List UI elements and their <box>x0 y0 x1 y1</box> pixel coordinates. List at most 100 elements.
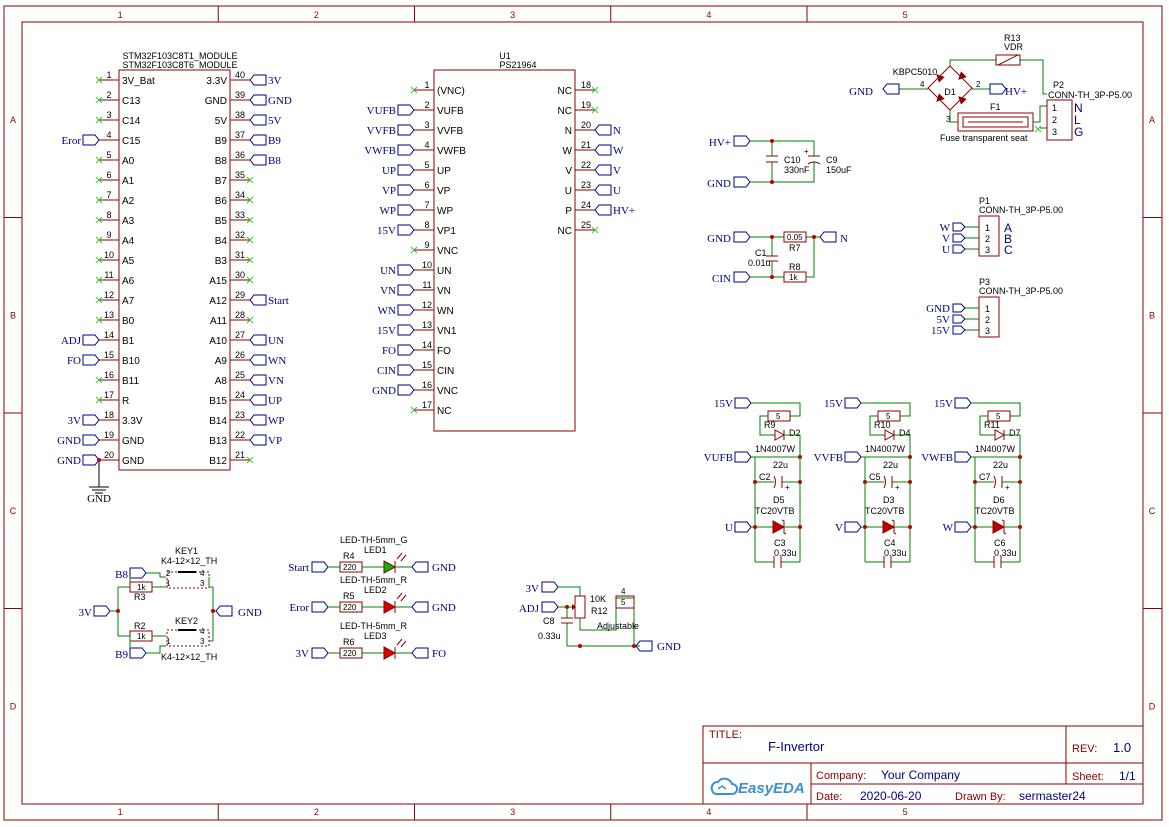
bs-cap-curve <box>884 476 886 488</box>
mcu-pin-name-5: A0 <box>122 156 135 167</box>
bs-z-val: TC20VTB <box>865 506 905 516</box>
mcu-pin-name-7: A2 <box>122 196 135 207</box>
mcu-pin-num-2: 2 <box>106 90 111 100</box>
mcu-pin-name-16: B11 <box>122 376 139 387</box>
hv-capacitors[interactable]: HV+ GND + C10 330nF C9 150uF <box>707 136 852 190</box>
ipm-pin-name-1: (VNC) <box>437 86 465 97</box>
mcu-pin-num-36: 36 <box>235 150 245 160</box>
r7-ref: R7 <box>789 243 801 253</box>
bs-c-ref: C5 <box>869 472 881 482</box>
shunt-cin-net: CIN <box>712 273 731 285</box>
ipm-net-8-label: 15V <box>377 225 396 237</box>
mcu-pin-num-7: 7 <box>106 190 111 200</box>
ipm-pin-num-11: 11 <box>422 280 431 290</box>
bs-cap-curve <box>994 476 996 488</box>
bs-c-val: 22u <box>883 460 898 470</box>
mcu-pin-name-27: A10 <box>209 336 227 347</box>
mcu-pin-num-3: 3 <box>106 110 111 120</box>
ipm-pin-name-2: VUFB <box>437 106 464 117</box>
frame-col-top-1: 1 <box>118 10 123 20</box>
connector-p1[interactable]: P1 CONN-TH_3P-P5.00 1WA2VB3UC <box>940 196 1063 257</box>
ipm-pin-name-22: V <box>565 166 572 177</box>
ipm-pin-num-1: 1 <box>424 80 429 90</box>
mcu-net-25-flag <box>250 375 266 385</box>
led-val: LED-TH-5mm_R <box>340 575 408 585</box>
mcu-pin-name-32: B4 <box>215 236 228 247</box>
mcu-pin-name-29: A12 <box>209 296 227 307</box>
ipm-net-11-label: VN <box>380 285 396 297</box>
ipm-pin-name-19: NC <box>558 106 572 117</box>
ipm-net-2-label: VUFB <box>367 105 396 117</box>
bootstrap-1: 15V5R10D41N4007WVVFB22u+C5D3TC20VTBVC40.… <box>814 398 912 568</box>
bridge-ref: D1 <box>944 87 956 97</box>
bs-out-label: U <box>725 522 733 534</box>
caps-gnd-net: GND <box>707 178 731 190</box>
ipm-net-14-label: FO <box>382 345 396 357</box>
bootstrap-2: 15V5R11D71N4007WVWFB22u+C7D6TC20VTBWC60.… <box>921 398 1022 568</box>
mcu-pin-name-25: A8 <box>215 376 228 387</box>
ipm-net-2-flag <box>398 105 414 115</box>
mcu-net-15-label: FO <box>67 355 81 367</box>
status-leds[interactable]: Start220R4LED-TH-5mm_GLED1GNDEror220R5LE… <box>288 535 456 660</box>
led-diode <box>384 601 395 613</box>
ipm-pin-num-13: 13 <box>422 320 432 330</box>
ipm-pin-num-2: 2 <box>424 100 429 110</box>
mcu-pin-name-33: B5 <box>215 216 228 227</box>
mcu-net-19-flag <box>83 435 99 445</box>
frame-col-bottom-4: 4 <box>706 807 711 817</box>
bridge-pin4: 4 <box>920 80 925 89</box>
frame-col-top-4: 4 <box>706 10 711 20</box>
p3-flag <box>953 315 965 323</box>
bs-z-ref: D6 <box>993 495 1005 505</box>
bs-c2-ref: C6 <box>994 538 1006 548</box>
bs-15v-flag <box>845 398 861 408</box>
ipm-net-16-label: GND <box>372 385 396 397</box>
ipm-module[interactable]: U1 PS21964 1(VNC)2VUFBVUFB3VVFBVVFB4VWFB… <box>364 51 635 431</box>
ipm-pin-name-18: NC <box>558 86 572 97</box>
frame-col-bottom-2: 2 <box>314 807 319 817</box>
bs-r-ref: R9 <box>764 420 776 430</box>
connector-p2[interactable]: P2 CONN-TH_3P-P5.00 1 2 3 N L G <box>1047 80 1132 140</box>
bs-out-flag <box>845 522 861 532</box>
bootstrap-circuits[interactable]: 15V5R9D21N4007WVUFB22u+C2D5TC20VTBUC30.3… <box>704 398 1022 568</box>
ipm-net-6-label: VP <box>382 185 396 197</box>
bs-r-ref: R11 <box>984 420 1000 430</box>
ipm-net-5-flag <box>398 165 414 175</box>
mcu-pin-num-13: 13 <box>104 310 114 320</box>
ipm-net-8-flag <box>398 225 414 235</box>
p3-part: CONN-TH_3P-P5.00 <box>979 286 1063 296</box>
caps-hv-net: HV+ <box>709 137 731 149</box>
bs-z-val: TC20VTB <box>975 506 1015 516</box>
current-shunt[interactable]: GND CIN N 0.05 R7 C1 0.01u 1k R8 <box>707 232 848 285</box>
key2-ref: KEY2 <box>175 616 198 626</box>
p1-flag <box>953 245 965 253</box>
p1-letter-2: C <box>1004 243 1013 257</box>
mcu-pin-name-13: B0 <box>122 316 135 327</box>
led-diode <box>384 647 395 659</box>
push-keys[interactable]: KEY1 K4-12×12_TH B8 1k R3 2 4 1 3 3V GND… <box>79 546 262 662</box>
mcu-pin-num-38: 38 <box>235 110 245 120</box>
ipm-net-3-flag <box>398 125 414 135</box>
bs-z-ref: D3 <box>883 495 895 505</box>
bs-fb-label: VVFB <box>814 452 843 464</box>
p2-letter-g: G <box>1074 125 1083 139</box>
mcu-pin-name-19: GND <box>122 436 144 447</box>
rectifier-bridge[interactable]: KBPC5010 D1 4 2 3 GND HV+ R13 VDR F1 Fus… <box>849 33 1047 143</box>
connector-p3[interactable]: P3 CONN-TH_3P-P5.00 1GND25V315V <box>926 277 1063 337</box>
bs-d-val: 1N4007W <box>865 444 906 454</box>
mcu-gnd-symbol: GND <box>87 462 111 505</box>
bs-c-val: 22u <box>773 460 788 470</box>
mcu-pin-num-20: 20 <box>104 450 114 460</box>
mcu-pin-num-16: 16 <box>104 370 114 380</box>
easyeda-logo: EasyEDA <box>712 779 805 797</box>
potentiometer[interactable]: 3V ADJ 4 5 GND 10K R12 Adjustable C8 0.3… <box>519 582 681 653</box>
mcu-net-29-label: Start <box>268 295 289 307</box>
frame-col-top-3: 3 <box>510 10 515 20</box>
mcu-net-14-label: ADJ <box>61 335 82 347</box>
bs-15v-label: 15V <box>934 398 953 410</box>
mcu-net-40-flag <box>250 75 266 85</box>
led-out-label: FO <box>432 648 446 660</box>
mcu-module[interactable]: STM32F103C8T1_MODULE STM32F103C8T6_MODUL… <box>57 51 292 505</box>
p2-pin3: 3 <box>1052 127 1057 137</box>
led-in-label: 3V <box>296 648 310 660</box>
